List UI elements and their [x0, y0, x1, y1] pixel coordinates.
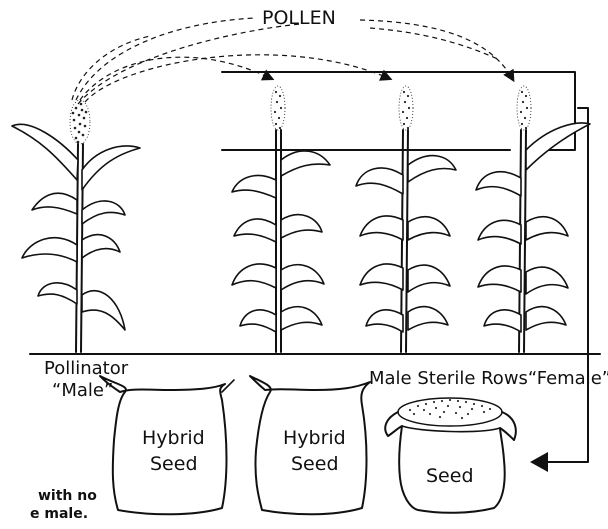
pollen-label: POLLEN — [262, 7, 336, 29]
female-tassel-3 — [517, 86, 531, 130]
female-plant-2 — [356, 86, 456, 352]
pollinator-plant — [12, 100, 140, 352]
caption-line2: e male. — [30, 506, 88, 522]
female-rows-label: Male Sterile Rows“Female” — [369, 368, 608, 389]
pollinator-tassel — [70, 100, 90, 144]
hybrid-seed-bag-1: Hybrid Seed — [100, 376, 234, 514]
seed-bag-3: Seed — [385, 398, 516, 513]
female-plant-1 — [232, 86, 330, 352]
pollinator-label-line1: Pollinator — [44, 358, 129, 379]
caption-line1: with no — [38, 488, 97, 504]
bag-3-line1: Seed — [426, 465, 474, 487]
female-tassel-2 — [399, 86, 413, 130]
bag-1-line1: Hybrid — [142, 427, 205, 449]
bag-1-line2: Seed — [150, 453, 198, 475]
bag-2-line2: Seed — [291, 453, 339, 475]
pollinator-label-line2: “Male” — [52, 380, 113, 401]
female-plant-3 — [476, 86, 590, 352]
hybrid-seed-bag-2: Hybrid Seed — [250, 376, 370, 514]
pollen-arcs — [72, 18, 512, 104]
bag-2-line1: Hybrid — [283, 427, 346, 449]
return-arrow — [530, 108, 588, 472]
female-tassel-1 — [271, 86, 285, 130]
